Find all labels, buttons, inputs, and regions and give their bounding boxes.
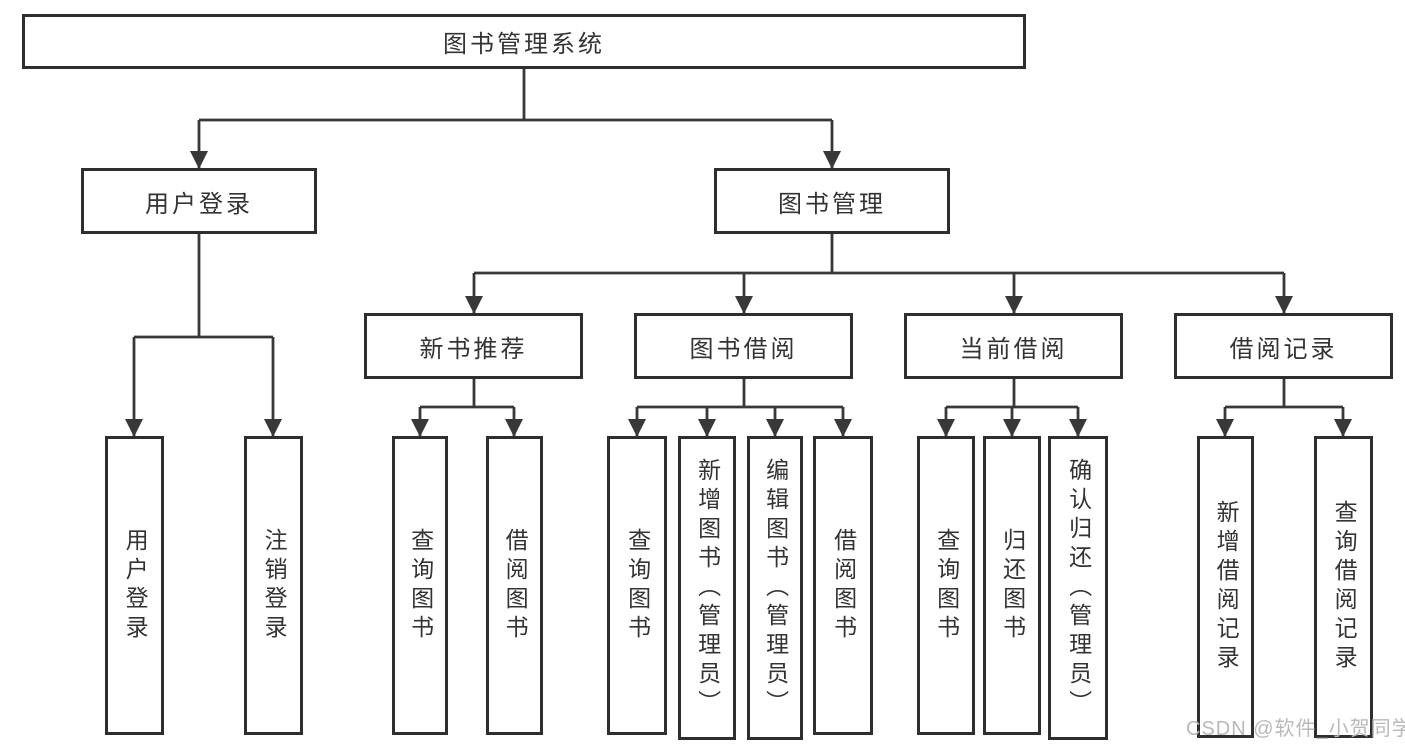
leaf-current-confirm-return-admin: 确认归还（管理员） [1048, 436, 1108, 740]
node-root: 图书管理系统 [22, 14, 1026, 69]
connector-book-management-branch [465, 234, 1293, 314]
leaf-records-query: 查询借阅记录 [1314, 436, 1373, 738]
leaf-borrow-add-books-admin: 新增图书（管理员） [678, 436, 736, 740]
leaf-current-return-books: 归还图书 [983, 436, 1041, 735]
leaf-records-add: 新增借阅记录 [1197, 436, 1254, 738]
node-user-login: 用户登录 [81, 168, 317, 234]
leaf-borrow-borrow-books: 借阅图书 [813, 436, 873, 735]
leaf-user-login: 用户登录 [105, 436, 164, 735]
node-current-borrow: 当前借阅 [904, 313, 1123, 379]
node-new-book-recommend: 新书推荐 [364, 313, 583, 379]
node-book-borrow: 图书借阅 [634, 313, 853, 379]
connector-new-book-branch [411, 379, 523, 437]
csdn-watermark: CSDN @软件_小贺同学 [1186, 718, 1405, 740]
leaf-newbook-borrow-books: 借阅图书 [486, 436, 543, 735]
node-borrow-records: 借阅记录 [1174, 313, 1393, 379]
leaf-current-query-books: 查询图书 [917, 436, 975, 735]
connector-borrow-records-branch [1216, 379, 1352, 437]
node-book-management: 图书管理 [714, 168, 950, 234]
connector-book-borrow-branch [628, 379, 852, 437]
leaf-borrow-edit-books-admin: 编辑图书（管理员） [747, 436, 803, 740]
connector-current-borrow-branch [937, 379, 1087, 437]
leaf-borrow-query-books: 查询图书 [607, 436, 667, 735]
connector-root-to-level2 [190, 69, 841, 169]
leaf-newbook-query-books: 查询图书 [392, 436, 448, 735]
connector-user-login-branch [125, 234, 282, 437]
leaf-logout: 注销登录 [244, 436, 303, 735]
